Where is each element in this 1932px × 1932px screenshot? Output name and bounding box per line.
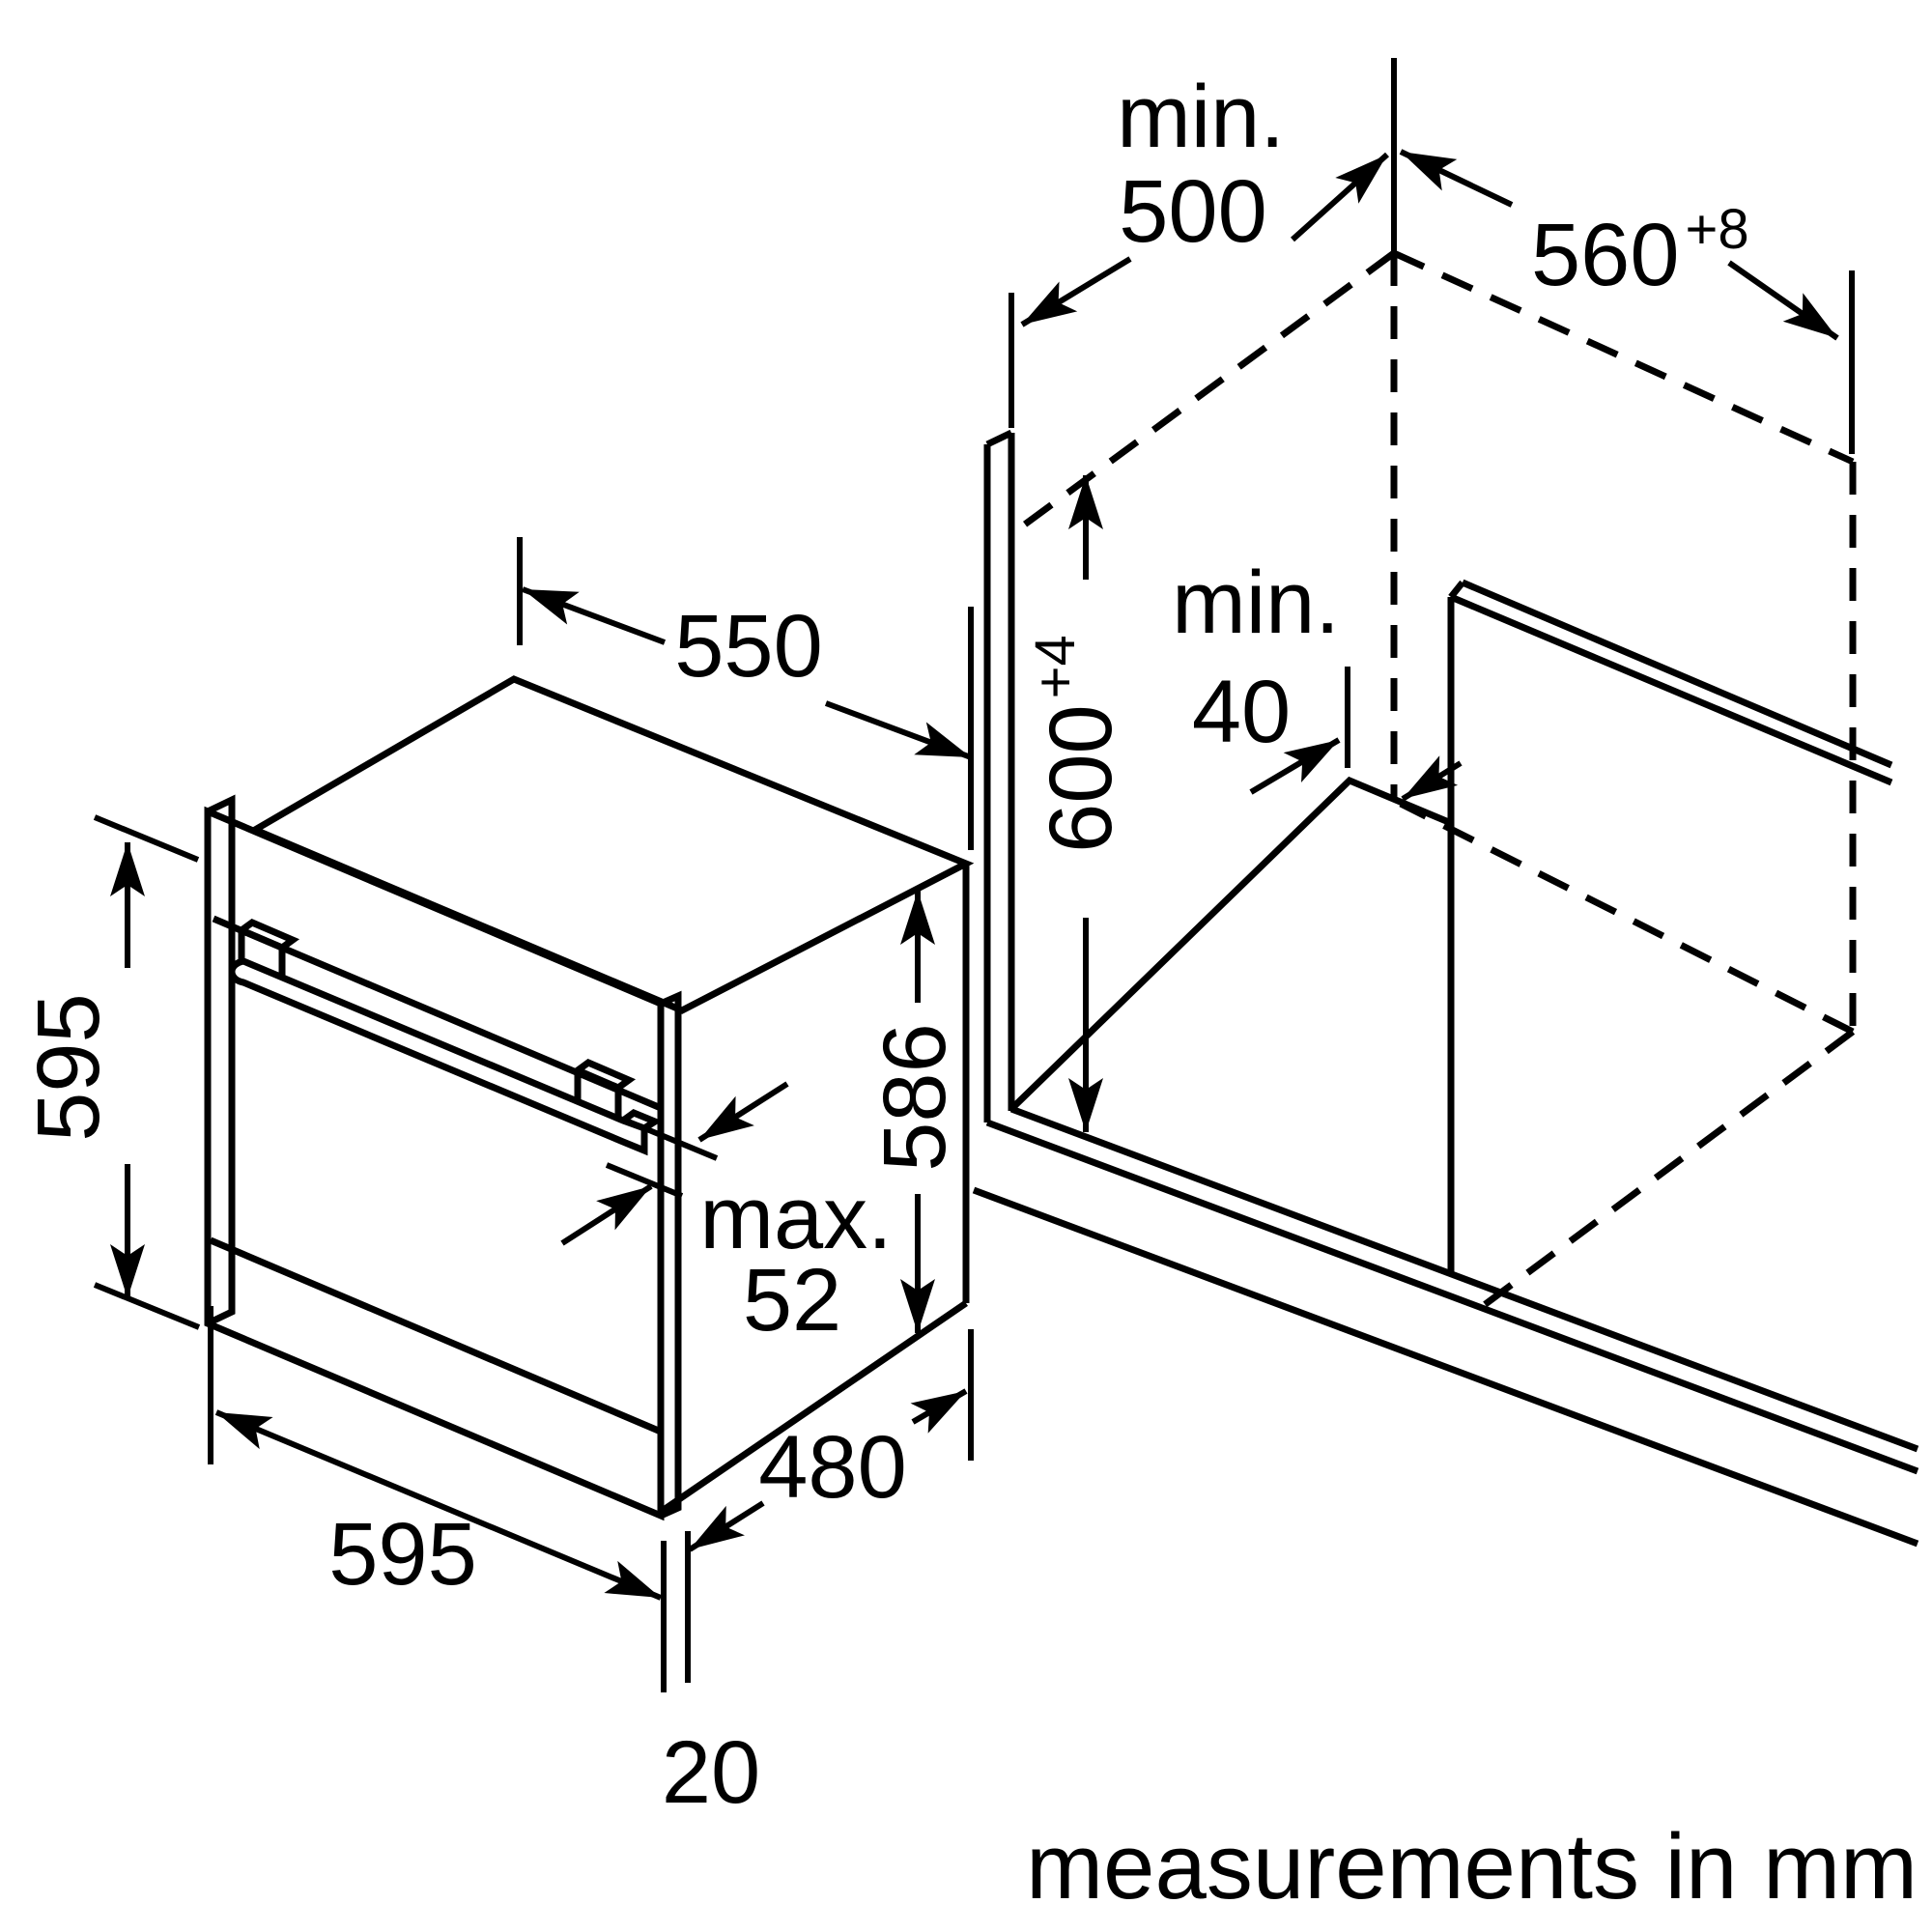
dim-560-tolerance: +8 [1686,198,1749,261]
oven-door-handle [228,957,648,1156]
dim-595w-line [214,1409,663,1601]
dim-40-label: 40 [1192,663,1291,761]
dim-550-arrow-left [521,586,667,645]
dim-560-arrow-right [1727,260,1839,341]
niche-top-back-edge-dashed [1392,249,1855,466]
niche-bottom-right-edge-dashed [1480,1029,1856,1309]
niche-bottom-back-edge-dashed [1399,800,1855,1036]
cabinet-left-wall [983,429,1015,1122]
dim-52-arrow-lower [560,1183,653,1246]
units-note: measurements in mm [1026,1815,1918,1918]
dim-500-arrow-down [1020,256,1132,327]
dim-min40-word: min. [1172,554,1340,652]
dim-600-label: 600+4 [1024,635,1130,853]
dim-500-label: 500 [1119,162,1267,261]
dim-550-label: 550 [674,597,823,696]
dim-52-back-tick [605,1162,684,1199]
dim-586-label: 586 [866,1023,964,1172]
dim-595-width-label: 595 [328,1505,477,1604]
oven-frame-left-face [206,794,236,1327]
dim-480-arrow-right [910,1388,968,1434]
dim-600-tolerance: +4 [1024,635,1087,698]
oven-top-face [247,675,975,1014]
plinth-base-line [972,1186,1919,1548]
dim-560-base: 560 [1531,206,1680,304]
niche-dashed-outline [1019,249,1857,1309]
dim-595h-bottom-tick [93,1282,201,1330]
oven-dimensions [93,537,974,1692]
oven-drawing [204,675,975,1521]
dim-480-label: 480 [758,1418,907,1517]
dim-560-arrow-left [1399,149,1514,208]
dim-40-arrow-right [1401,755,1463,802]
dim-20-label: 20 [662,1723,760,1822]
dimension-labels: 550 595 595 586 max. 52 480 20 min. 500 … [19,68,1918,1918]
floor-front-edge-upper [1009,1105,1919,1453]
cabinet-dimensions [1009,58,1855,1132]
dim-560-label: 560+8 [1531,198,1749,304]
dim-52-label: 52 [743,1251,841,1350]
dim-52-front-tick [624,1118,719,1161]
dim-min500-word: min. [1117,68,1285,166]
dim-max-label: max. [699,1169,892,1267]
dim-595-height-label: 595 [19,993,118,1142]
dim-550-arrow-right [824,700,973,760]
cabinet-right-panel [1447,579,1893,1274]
oven-handle-end-cap [620,1109,663,1131]
oven-bottom-edge [659,1300,968,1515]
dim-595h-top-tick [93,814,200,863]
dim-40-arrow-left [1249,737,1341,795]
niche-top-front-edge-dashed [1019,250,1397,529]
floor-front-edge-lower [985,1119,1919,1475]
oven-frame-right-face [659,990,682,1520]
dim-600-base: 600 [1032,704,1130,853]
dim-500-arrow-up [1290,152,1390,242]
cabinet-drawing [972,429,1919,1548]
oven-front-frame [204,806,665,1521]
oven-door-bottom-line [209,1236,663,1435]
dim-480-arrow-left [688,1500,765,1552]
dim-52-arrow-upper [697,1081,789,1143]
